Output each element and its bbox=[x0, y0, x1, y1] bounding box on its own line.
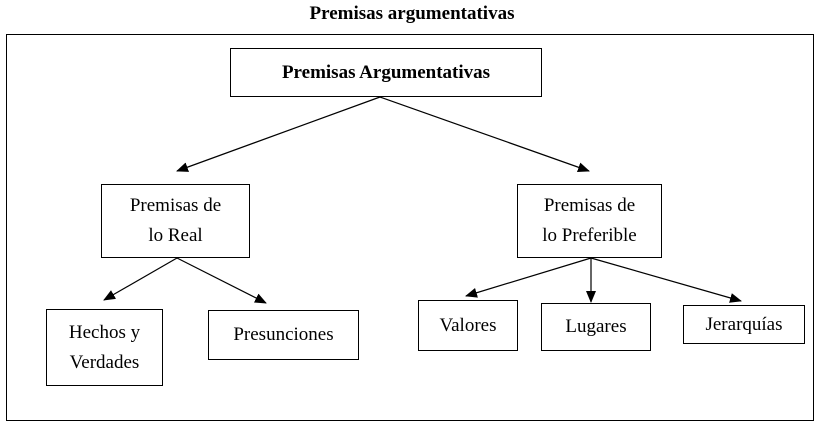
node-label: Hechos y Verdades bbox=[68, 321, 141, 373]
node-hechos-y-verdades: Hechos y Verdades bbox=[46, 309, 163, 386]
node-label: Valores bbox=[439, 314, 497, 336]
node-premisas-argumentativas: Premisas Argumentativas bbox=[230, 48, 542, 97]
node-label: Presunciones bbox=[233, 324, 334, 345]
arrow-root-to-real bbox=[176, 96, 381, 172]
node-label: Premisas Argumentativas bbox=[281, 61, 491, 83]
node-presunciones: Presunciones bbox=[208, 310, 359, 360]
arrow-real-to-hechos bbox=[103, 257, 178, 301]
node-lugares: Lugares bbox=[541, 303, 651, 351]
arrow-root-to-preferible bbox=[379, 96, 590, 173]
node-premisas-de-lo-preferible: Premisas de lo Preferible bbox=[517, 184, 662, 258]
page-title: Premisas argumentativas bbox=[309, 3, 515, 24]
diagram-frame bbox=[6, 34, 814, 421]
node-jerarquias: Jerarquías bbox=[683, 305, 805, 344]
node-label: Premisas de lo Preferible bbox=[542, 195, 637, 246]
node-label: Lugares bbox=[565, 316, 627, 337]
arrow-preferible-to-valores bbox=[465, 257, 592, 298]
node-label: Premisas de lo Real bbox=[129, 195, 222, 246]
arrow-real-to-presunciones bbox=[176, 257, 267, 304]
arrow-preferible-to-jerarquias bbox=[590, 257, 742, 303]
node-premisas-de-lo-real: Premisas de lo Real bbox=[101, 184, 250, 258]
node-valores: Valores bbox=[418, 300, 518, 351]
node-label: Jerarquías bbox=[705, 313, 783, 335]
